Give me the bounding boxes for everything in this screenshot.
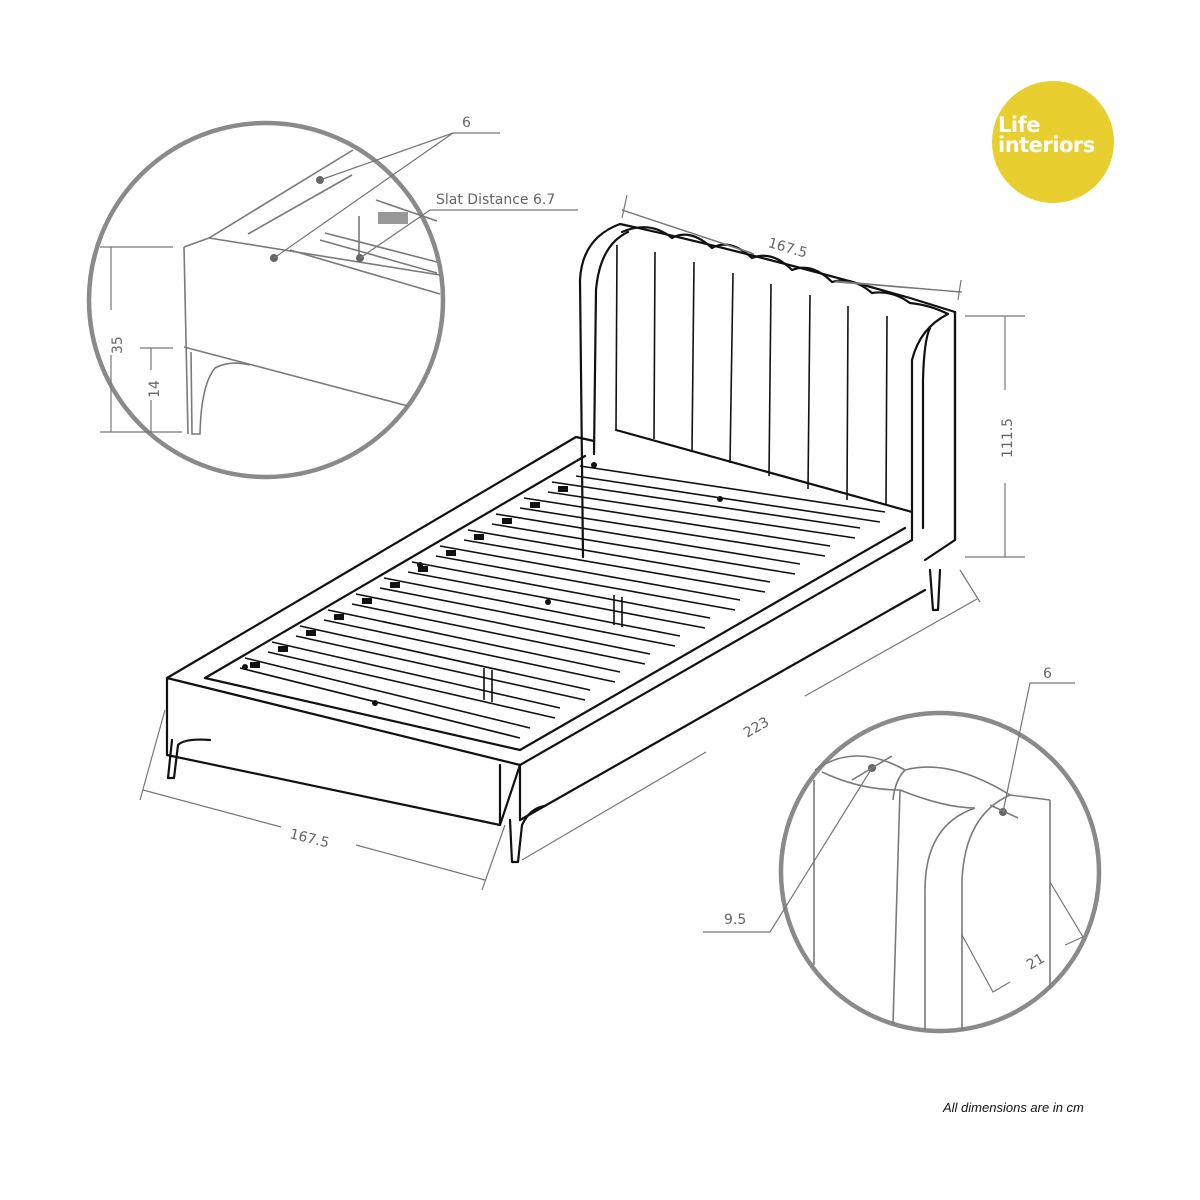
bed-length-label: 223 [741,714,772,741]
slats [239,462,886,739]
headboard-height-label: 111.5 [1000,418,1016,458]
units-footnote: All dimensions are in cm [943,1100,1084,1115]
frame-corner-detail [86,120,578,480]
total-height-label: 35 [110,336,126,354]
logo-line-1: Life [998,113,1040,137]
bed-drawing [165,222,957,864]
foot-width-label: 167.5 [288,826,331,851]
life-interiors-logo: Life interiors [992,81,1114,203]
channel-width-label: 9.5 [724,912,746,928]
logo-text: Life interiors [998,113,1095,157]
headboard-channel-detail [703,682,1102,1034]
logo-line-2: interiors [998,133,1095,157]
main-dimension-lines [139,194,1025,891]
slat-distance-label: Slat Distance 6.7 [436,192,555,208]
edge-thickness-label: 6 [1043,666,1052,682]
rail-thickness-label: 6 [462,115,471,131]
wing-depth-label: 21 [1024,951,1047,974]
leg-height-label: 14 [147,380,163,398]
